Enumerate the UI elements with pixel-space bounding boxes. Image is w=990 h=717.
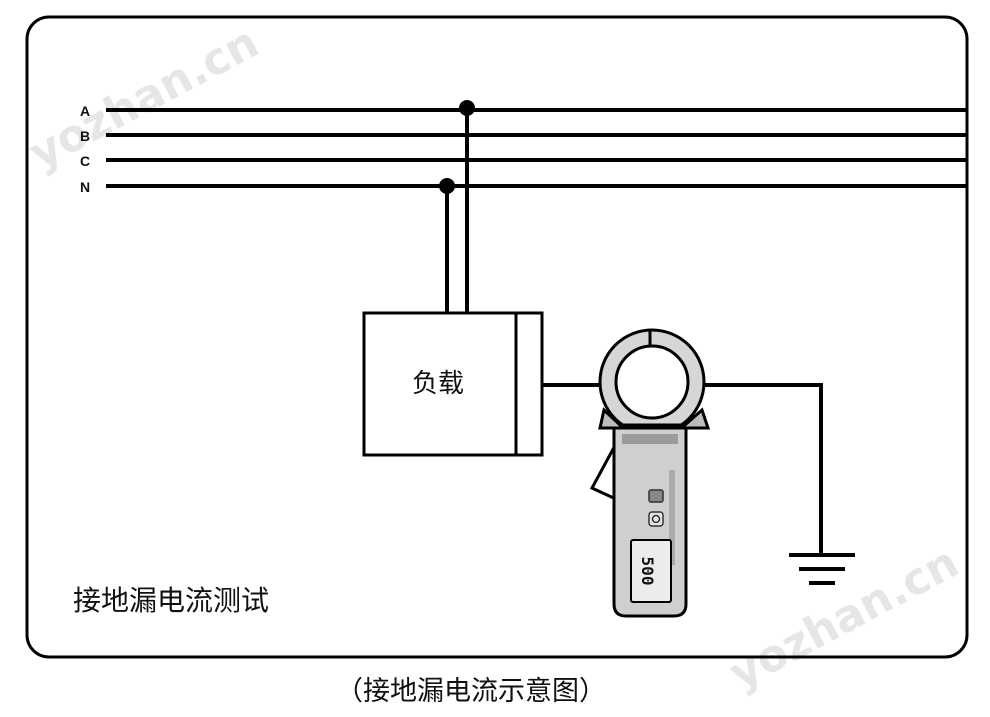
junction-dot-n (439, 178, 455, 194)
load-box (362, 311, 544, 457)
watermark-top: yozhan.cn (21, 17, 267, 180)
line-label-c: C (80, 153, 90, 169)
test-title: 接地漏电流测试 (73, 584, 269, 617)
diagram-frame (25, 15, 969, 659)
load-label: 负载 (412, 369, 464, 399)
junction-dot-a (459, 100, 475, 116)
ground-symbol-icon (789, 553, 855, 585)
watermark-bottom: yozhan.cn (721, 537, 967, 700)
line-label-b: B (80, 128, 90, 144)
svg-text:500: 500 (638, 557, 657, 586)
line-label-n: N (80, 179, 90, 195)
clamp-meter-icon: 500 (589, 328, 711, 618)
line-label-a: A (80, 103, 90, 119)
diagram-caption: （接地漏电流示意图） (336, 676, 606, 707)
